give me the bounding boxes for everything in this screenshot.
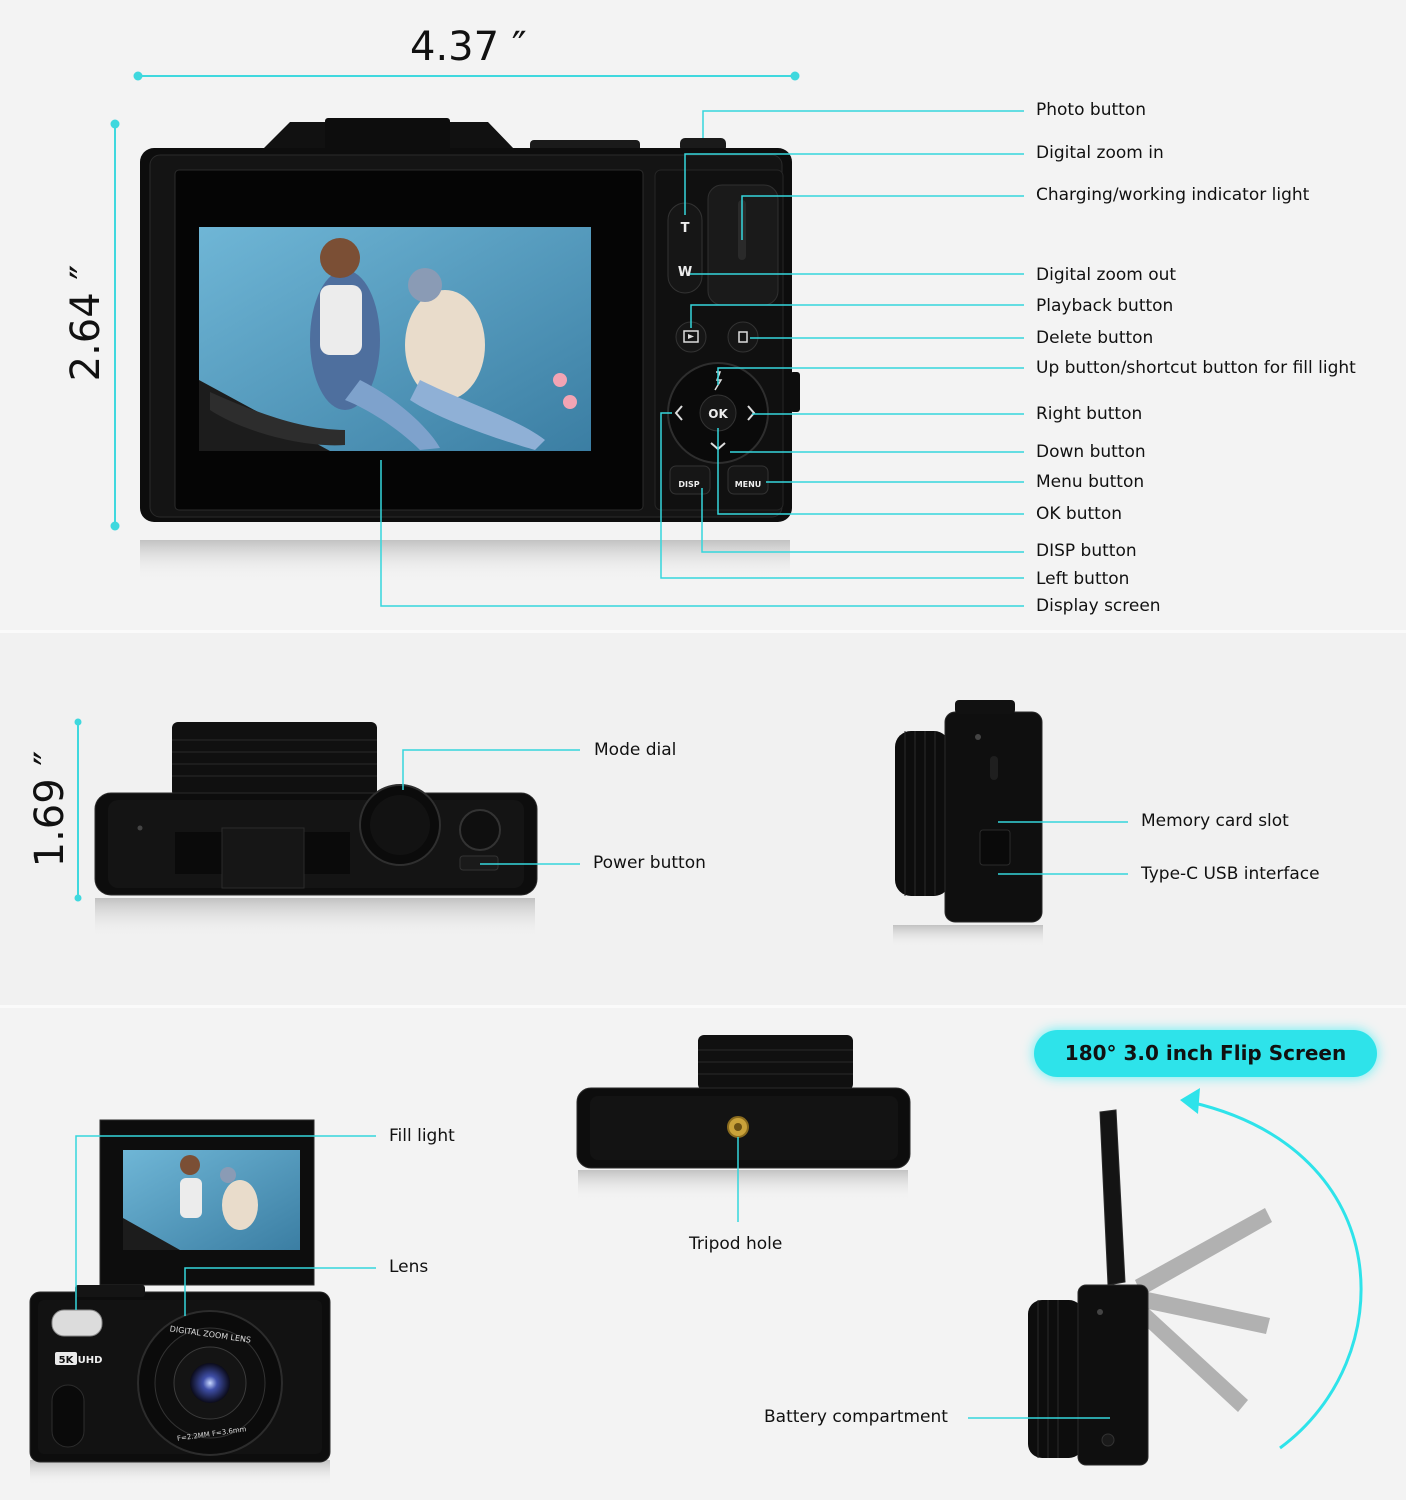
camera-flip-view bbox=[1028, 1088, 1363, 1466]
ok-button-marking: OK bbox=[708, 407, 728, 421]
flip-screen-badge: 180° 3.0 inch Flip Screen bbox=[1034, 1030, 1377, 1077]
resolution-badge-5k: 5K bbox=[59, 1355, 75, 1366]
label-digital-zoom-in: Digital zoom in bbox=[1036, 143, 1164, 163]
menu-button-marking: MENU bbox=[735, 480, 762, 489]
width-dimension-label: 4.37 ″ bbox=[410, 24, 527, 70]
camera-side-view bbox=[893, 700, 1043, 947]
t-button-marking: T bbox=[681, 221, 690, 236]
label-memory-card-slot: Memory card slot bbox=[1141, 811, 1289, 831]
label-menu-button: Menu button bbox=[1036, 472, 1145, 492]
label-mode-dial: Mode dial bbox=[594, 740, 677, 760]
disp-button-marking: DISP bbox=[678, 480, 699, 489]
height-dimension-label: 2.64 ″ bbox=[63, 264, 109, 382]
depth-dimension-label: 1.69 ″ bbox=[27, 750, 73, 868]
top-view-leader-lines bbox=[402, 749, 580, 865]
label-usb-interface: Type-C USB interface bbox=[1141, 864, 1320, 884]
label-ok-button: OK button bbox=[1036, 504, 1123, 524]
label-battery-compartment: Battery compartment bbox=[764, 1407, 948, 1427]
section-divider bbox=[0, 630, 1406, 633]
front-view-leader-lines bbox=[75, 1135, 376, 1316]
section-divider bbox=[0, 1005, 1406, 1008]
depth-dimension-line bbox=[74, 718, 82, 902]
label-indicator-light: Charging/working indicator light bbox=[1036, 185, 1310, 205]
label-delete-button: Delete button bbox=[1036, 328, 1154, 348]
label-right-button: Right button bbox=[1036, 404, 1143, 424]
label-power-button: Power button bbox=[593, 853, 706, 873]
camera-top-view bbox=[94, 722, 538, 938]
label-fill-light: Fill light bbox=[389, 1126, 455, 1146]
camera-bottom-view bbox=[576, 1035, 911, 1200]
label-left-button: Left button bbox=[1036, 569, 1130, 589]
label-down-button: Down button bbox=[1036, 442, 1146, 462]
resolution-badge-uhd: UHD bbox=[78, 1355, 103, 1366]
label-display-screen: Display screen bbox=[1036, 596, 1161, 616]
camera-back-view bbox=[140, 118, 800, 580]
label-digital-zoom-out: Digital zoom out bbox=[1036, 265, 1177, 285]
label-playback-button: Playback button bbox=[1036, 296, 1174, 316]
label-photo-button: Photo button bbox=[1036, 100, 1146, 120]
back-view-leader-lines bbox=[380, 110, 1024, 607]
camera-front-view bbox=[29, 1119, 331, 1485]
w-button-marking: W bbox=[678, 265, 692, 280]
label-up-button: Up button/shortcut button for fill light bbox=[1036, 358, 1356, 378]
label-tripod-hole: Tripod hole bbox=[689, 1234, 783, 1254]
height-dimension-line bbox=[110, 119, 120, 531]
width-dimension-line bbox=[133, 71, 800, 81]
label-lens: Lens bbox=[389, 1257, 429, 1277]
label-disp-button: DISP button bbox=[1036, 541, 1137, 561]
side-view-leader-lines bbox=[998, 821, 1128, 875]
